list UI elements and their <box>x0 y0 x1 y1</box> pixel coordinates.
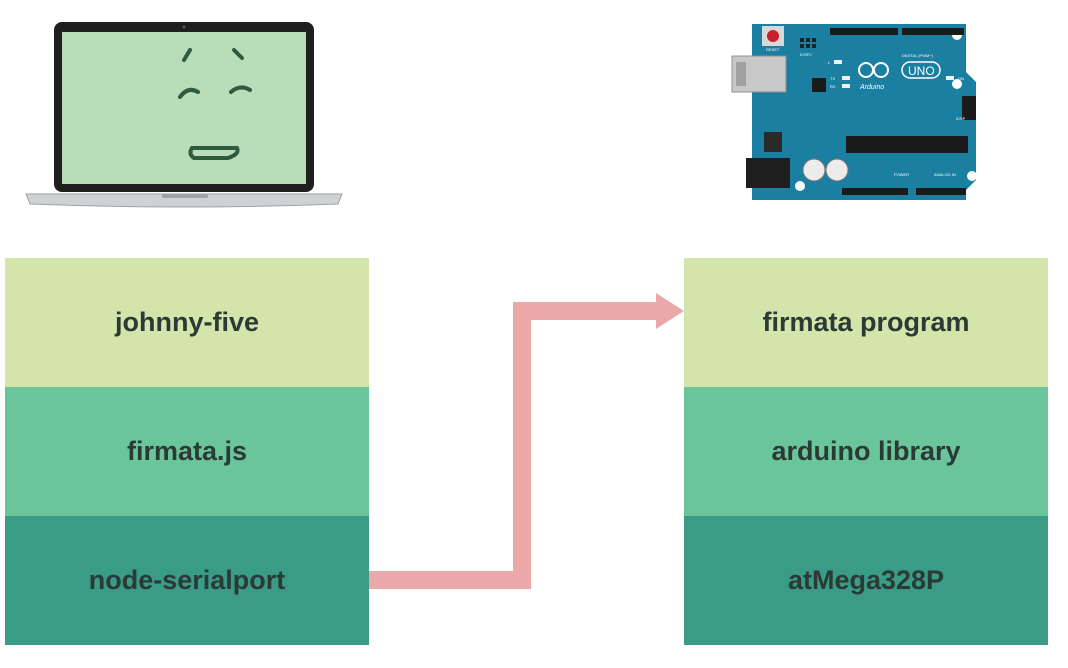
tx-label: TX <box>830 76 835 81</box>
led-on <box>946 76 954 80</box>
laptop-base <box>25 193 343 208</box>
layer-label: node-serialport <box>88 565 286 595</box>
analog-label: ANALOG IN <box>934 172 956 177</box>
capacitor-2 <box>825 158 849 182</box>
icsp-header <box>962 96 976 120</box>
laptop-camera <box>182 25 186 29</box>
layer-label: firmata.js <box>126 436 248 466</box>
led-tx <box>842 76 850 80</box>
arduino-logo <box>858 62 889 78</box>
layer-atmega328p: atMega328P <box>684 516 1048 645</box>
uno-label: UNO <box>908 64 935 78</box>
laptop-illustration <box>25 22 343 208</box>
capacitor-1 <box>802 158 826 182</box>
layer-firmata-js: firmata.js <box>5 387 369 516</box>
icsp2-label: ICSP2 <box>800 52 812 57</box>
arduino-board-illustration: RESET ICSP2 DIGITAL (PWM~) L TX RX ON UN… <box>731 24 977 200</box>
digital-header-2 <box>902 28 964 35</box>
voltage-regulator <box>764 132 782 152</box>
led-rx <box>842 84 850 88</box>
arduino-stack: firmata program arduino library atMega32… <box>684 258 1048 645</box>
digital-header-1 <box>830 28 898 35</box>
power-header <box>842 188 908 195</box>
icsp2-header <box>800 38 816 48</box>
atmega328p-chip <box>846 136 968 153</box>
arduino-pcb <box>752 24 976 200</box>
arduino-brand-label: Arduino <box>859 84 884 91</box>
connector-line <box>369 302 662 589</box>
computer-stack: johnny-five firmata.js node-serialport <box>5 258 369 645</box>
laptop-notch <box>162 194 208 198</box>
layer-label: firmata program <box>762 307 970 337</box>
reset-label: RESET <box>766 47 780 52</box>
led-l <box>834 60 842 64</box>
layer-johnny-five: johnny-five <box>5 258 369 387</box>
mounting-holes <box>795 30 977 191</box>
rx-label: RX <box>830 84 836 89</box>
power-jack <box>746 158 790 188</box>
uno-badge <box>901 61 941 79</box>
analog-header <box>916 188 966 195</box>
face-drawing <box>178 48 252 160</box>
led-l-label: L <box>828 60 831 65</box>
layer-node-serialport: node-serialport <box>5 516 369 645</box>
usb-chip <box>812 78 826 92</box>
power-label: POWER <box>894 172 909 177</box>
layer-label: arduino library <box>771 436 961 466</box>
layer-firmata-program: firmata program <box>684 258 1048 387</box>
layer-arduino-library: arduino library <box>684 387 1048 516</box>
connector-arrowhead <box>656 293 684 329</box>
on-label: ON <box>958 76 964 81</box>
layer-label: atMega328P <box>787 565 945 595</box>
icsp-label: ICSP <box>956 116 966 121</box>
layer-label: johnny-five <box>114 307 259 337</box>
digital-label: DIGITAL (PWM~) <box>902 53 934 58</box>
